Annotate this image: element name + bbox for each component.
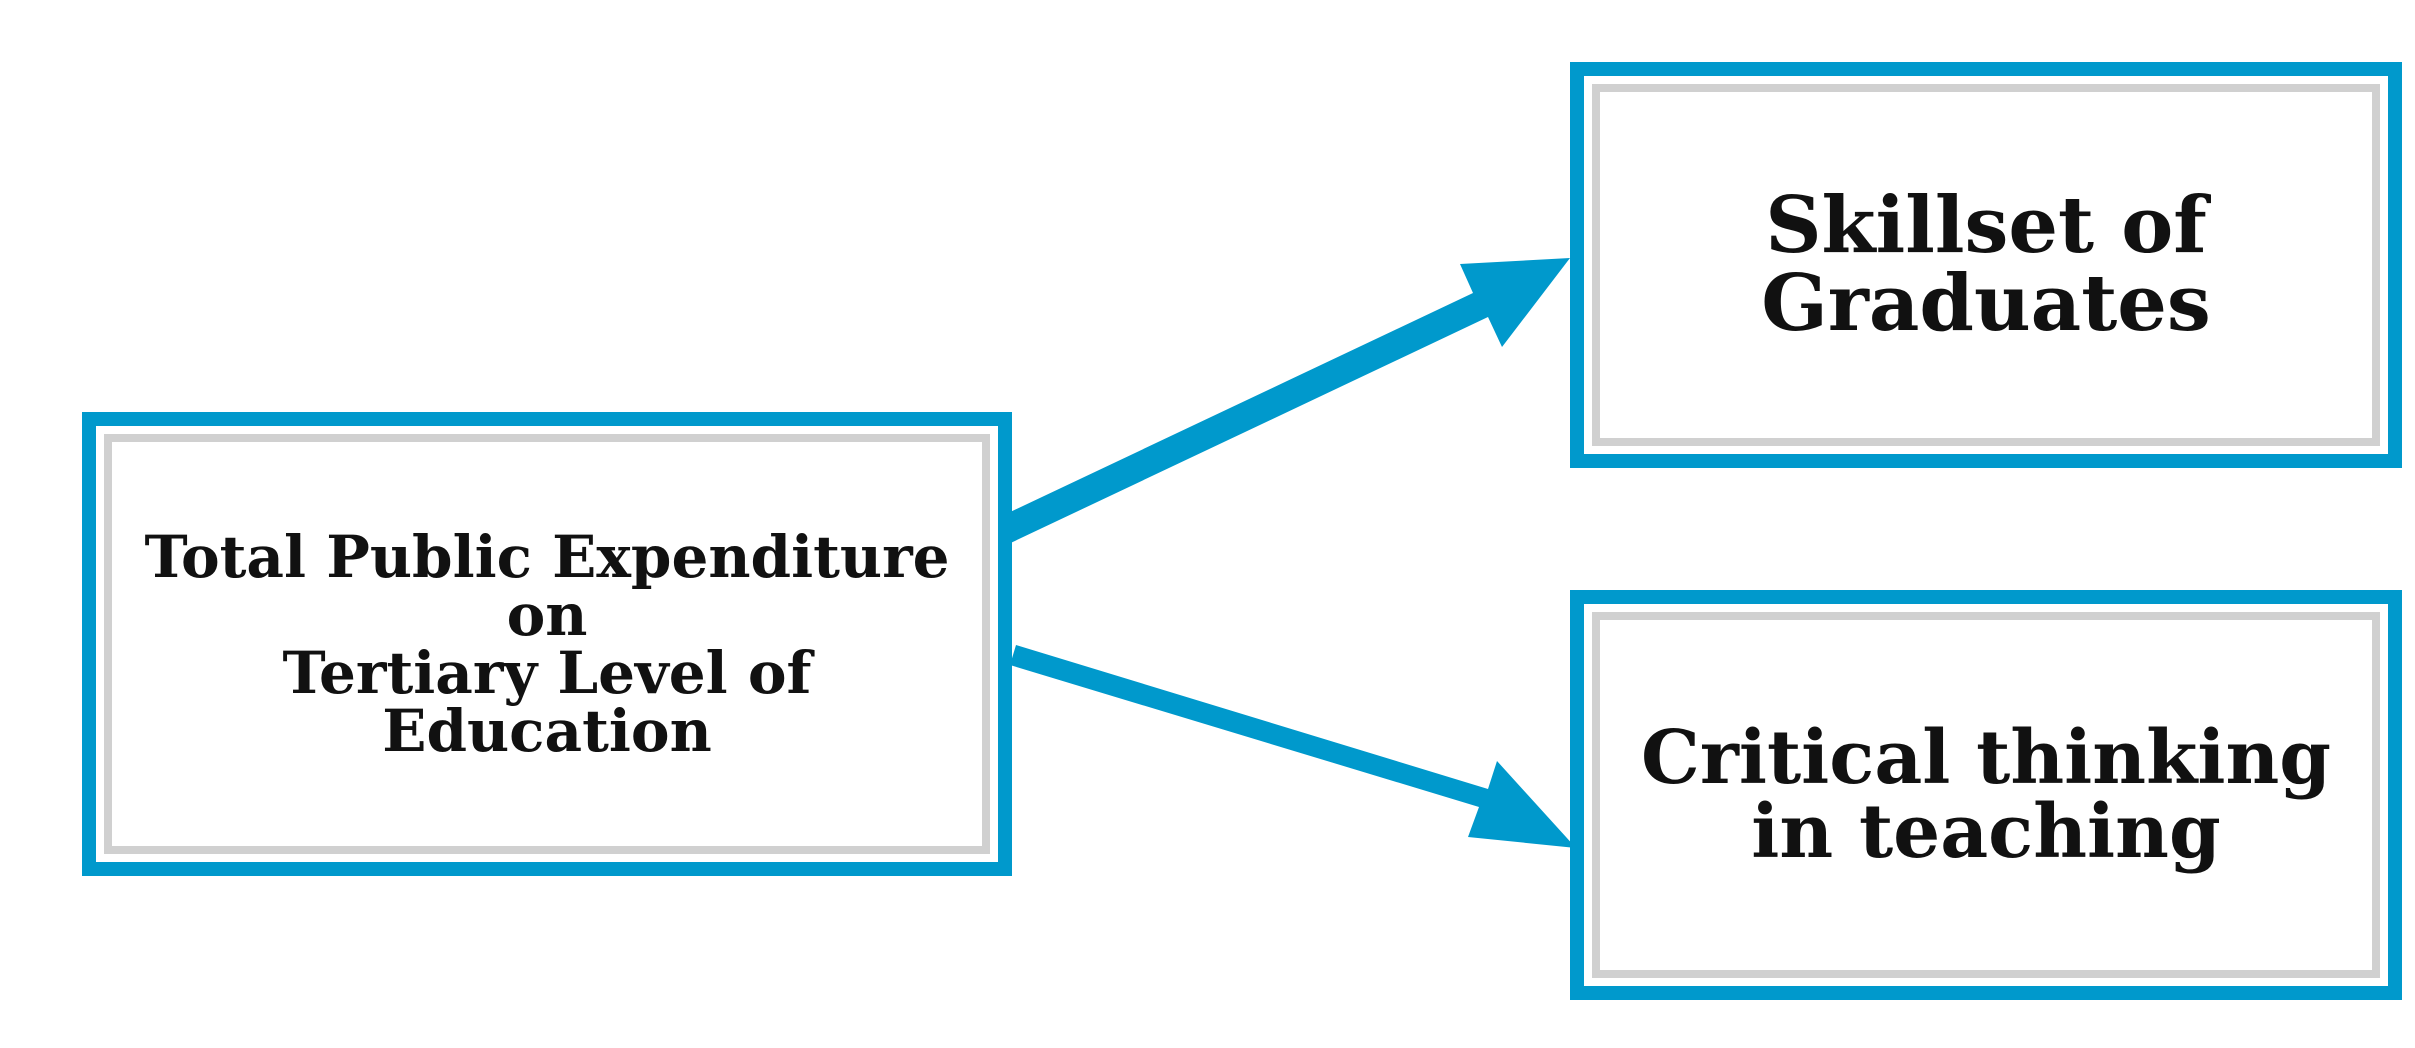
node-label: Critical thinking in teaching	[1641, 721, 2331, 869]
arrow-to-critical	[1010, 645, 1576, 848]
node-inner-frame: Total Public Expenditure on Tertiary Lev…	[104, 434, 990, 854]
node-inner-frame: Critical thinking in teaching	[1592, 612, 2380, 978]
node-label-line: Tertiary Level of Education	[282, 639, 812, 765]
node-label: Total Public Expenditure on Tertiary Lev…	[112, 528, 982, 760]
node-inner-frame: Skillset of Graduates	[1592, 84, 2380, 446]
node-total-public-expenditure: Total Public Expenditure on Tertiary Lev…	[82, 412, 1012, 876]
node-label-line: Total Public Expenditure on	[144, 523, 950, 649]
arrow-to-skillset	[987, 258, 1570, 548]
node-label-line: Skillset of	[1765, 180, 2207, 271]
node-label-line: Graduates	[1761, 258, 2211, 349]
node-critical-thinking-in-teaching: Critical thinking in teaching	[1570, 590, 2402, 1000]
node-label-line: Critical thinking	[1641, 715, 2331, 801]
node-skillset-of-graduates: Skillset of Graduates	[1570, 62, 2402, 468]
node-label-line: in teaching	[1751, 789, 2221, 875]
node-label: Skillset of Graduates	[1761, 187, 2211, 343]
